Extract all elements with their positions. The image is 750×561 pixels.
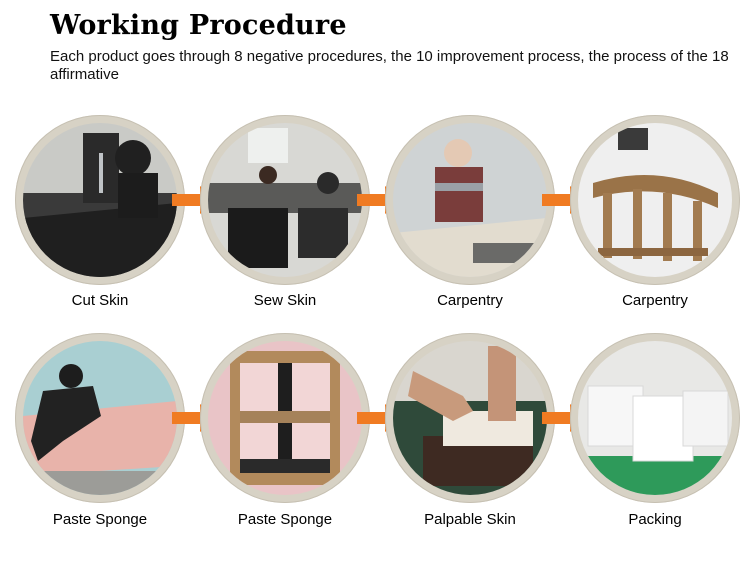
photo-carpentry-1 (393, 123, 547, 277)
photo-palpable-skin (393, 341, 547, 495)
photo-cut-skin (23, 123, 177, 277)
step-label-paste-sponge-1: Paste Sponge (52, 511, 148, 528)
step-circle-palpable-skin (385, 333, 555, 503)
step-label-paste-sponge-2: Paste Sponge (237, 511, 333, 528)
step-circle-paste-sponge-1 (15, 333, 185, 503)
step-label-cut-skin: Cut Skin (71, 292, 129, 309)
step-circle-packing (570, 333, 740, 503)
step-label-carpentry-2: Carpentry (622, 292, 688, 309)
step-circle-paste-sponge-2 (200, 333, 370, 503)
step-circle-carpentry-1 (385, 115, 555, 285)
step-circle-cut-skin (15, 115, 185, 285)
step-circle-sew-skin (200, 115, 370, 285)
step-circle-carpentry-2 (570, 115, 740, 285)
page-title: Working Procedure (50, 10, 347, 41)
photo-packing (578, 341, 732, 495)
step-label-carpentry-1: Carpentry (437, 292, 503, 309)
step-label-packing: Packing (628, 511, 682, 528)
photo-carpentry-2 (578, 123, 732, 277)
step-label-palpable-skin: Palpable Skin (424, 511, 516, 528)
photo-sew-skin (208, 123, 362, 277)
page-subtitle: Each product goes through 8 negative pro… (50, 48, 729, 83)
step-label-sew-skin: Sew Skin (253, 292, 317, 309)
photo-paste-sponge-1 (23, 341, 177, 495)
photo-paste-sponge-2 (208, 341, 362, 495)
